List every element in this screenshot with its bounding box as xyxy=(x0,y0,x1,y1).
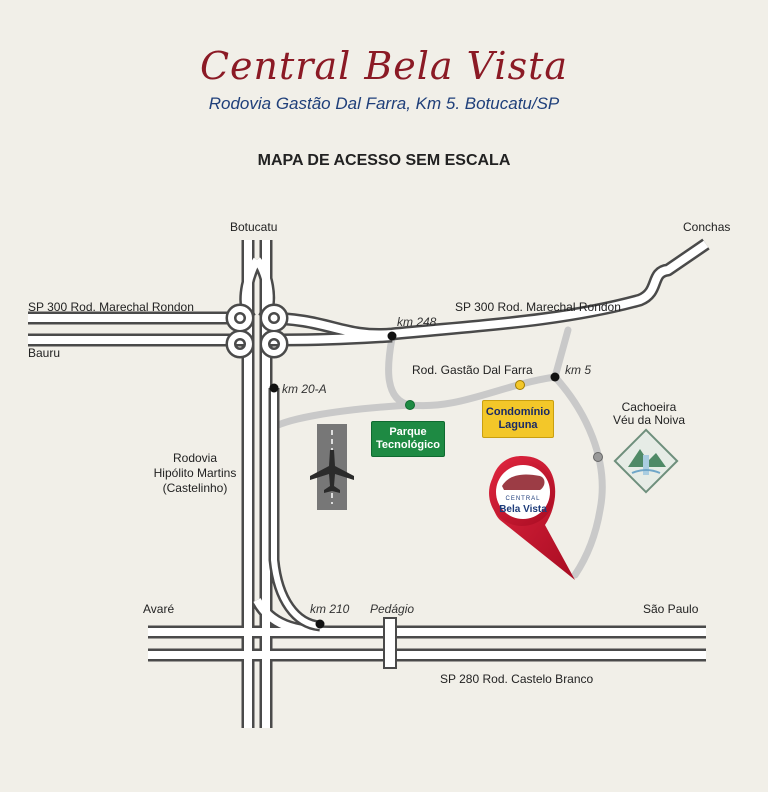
address-subtitle: Rodovia Gastão Dal Farra, Km 5. Botucatu… xyxy=(208,94,560,113)
label-castelinho-1: Rodovia xyxy=(172,451,218,465)
page-title: Central Bela Vista xyxy=(199,44,568,88)
label-bauru: Bauru xyxy=(28,346,61,360)
label-sp280: SP 280 Rod. Castelo Branco xyxy=(440,672,594,686)
parque-label-1: Parque xyxy=(389,426,427,438)
location-pin-icon xyxy=(489,456,575,580)
label-sao-paulo: São Paulo xyxy=(643,602,699,616)
pin-brand-big: Bela Vista xyxy=(499,504,547,515)
road-km5-connector xyxy=(551,326,572,381)
label-cachoeira-2: Véu da Noiva xyxy=(612,413,686,427)
label-km20a: km 20-A xyxy=(282,382,327,396)
parque-label-2: Tecnológico xyxy=(376,439,440,451)
laguna-label-1: Condomínio xyxy=(485,406,551,418)
pin-brand-small: CENTRAL xyxy=(505,496,541,502)
map-heading: MAPA DE ACESSO SEM ESCALA xyxy=(257,152,511,169)
airport xyxy=(310,424,354,510)
label-cachoeira-1: Cachoeira xyxy=(621,400,677,414)
label-gastao-dal-farra: Rod. Gastão Dal Farra xyxy=(412,363,533,377)
label-castelinho-2: Hipólito Martins xyxy=(153,466,237,480)
label-botucatu: Botucatu xyxy=(230,220,278,234)
km-markers xyxy=(269,331,603,629)
label-castelinho-3: (Castelinho) xyxy=(162,481,228,495)
label-km248: km 248 xyxy=(397,315,437,329)
waterfall-icon xyxy=(613,428,679,494)
airplane-icon xyxy=(310,450,354,493)
badge-parque-tecnologico: Parque Tecnológico xyxy=(371,421,445,457)
badge-condominio-laguna: Condomínio Laguna xyxy=(482,400,554,438)
laguna-label-2: Laguna xyxy=(498,419,538,431)
label-sp300-left: SP 300 Rod. Marechal Rondon xyxy=(28,300,194,314)
label-conchas: Conchas xyxy=(683,220,731,234)
label-pedagio: Pedágio xyxy=(370,602,415,616)
label-km210: km 210 xyxy=(310,602,350,616)
toll-plaza xyxy=(383,617,397,669)
label-avare: Avaré xyxy=(143,602,175,616)
label-km5: km 5 xyxy=(565,363,592,377)
label-sp300-right: SP 300 Rod. Marechal Rondon xyxy=(455,300,621,314)
